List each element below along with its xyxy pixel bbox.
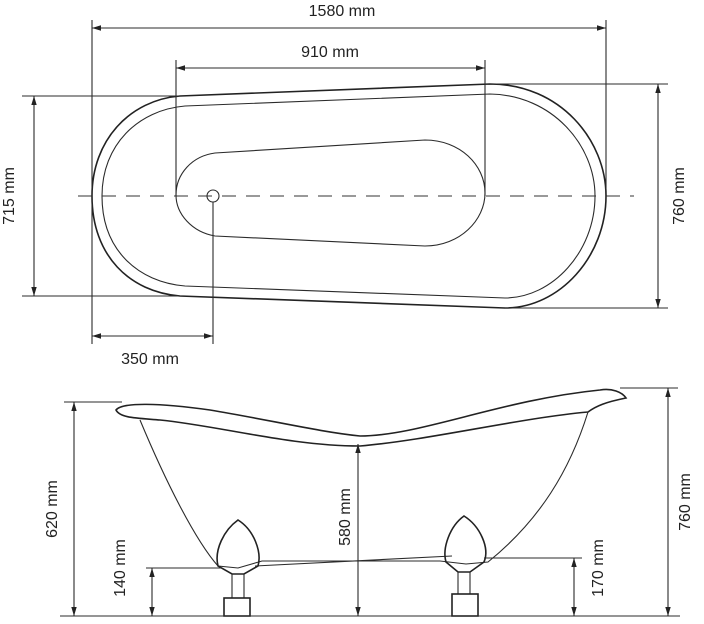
- left-foot-base: [223, 597, 251, 617]
- left-width-label: 715 mm: [1, 167, 18, 225]
- right-width-label: 760 mm: [671, 167, 688, 225]
- left-foot-stem: [231, 574, 245, 598]
- left-foot-claw: [216, 519, 260, 575]
- right-foot-stem: [457, 572, 471, 594]
- right-height-label: 760 mm: [677, 473, 694, 531]
- top-view: 1580 mm 910 mm 715 mm 760 mm 350 mm: [1, 3, 688, 368]
- length-label: 1580 mm: [309, 3, 376, 20]
- tub-body: [139, 411, 589, 569]
- right-foot-claw: [444, 515, 487, 573]
- center-depth-label: 580 mm: [337, 488, 354, 546]
- side-view: 620 mm 140 mm 580 mm 170 mm 760 mm: [44, 387, 694, 617]
- right-leg-label: 170 mm: [590, 539, 607, 597]
- tub-basin: [175, 139, 486, 247]
- tub-rim-inner-edge: [101, 93, 596, 299]
- left-height-label: 620 mm: [44, 480, 61, 538]
- tub-rim-profile: [115, 388, 628, 447]
- right-foot: [444, 515, 487, 617]
- tub-base-line: [254, 555, 453, 567]
- inner-length-label: 910 mm: [301, 44, 359, 61]
- left-leg-label: 140 mm: [112, 539, 129, 597]
- drain-offset-label: 350 mm: [121, 351, 179, 368]
- right-foot-base: [451, 593, 479, 617]
